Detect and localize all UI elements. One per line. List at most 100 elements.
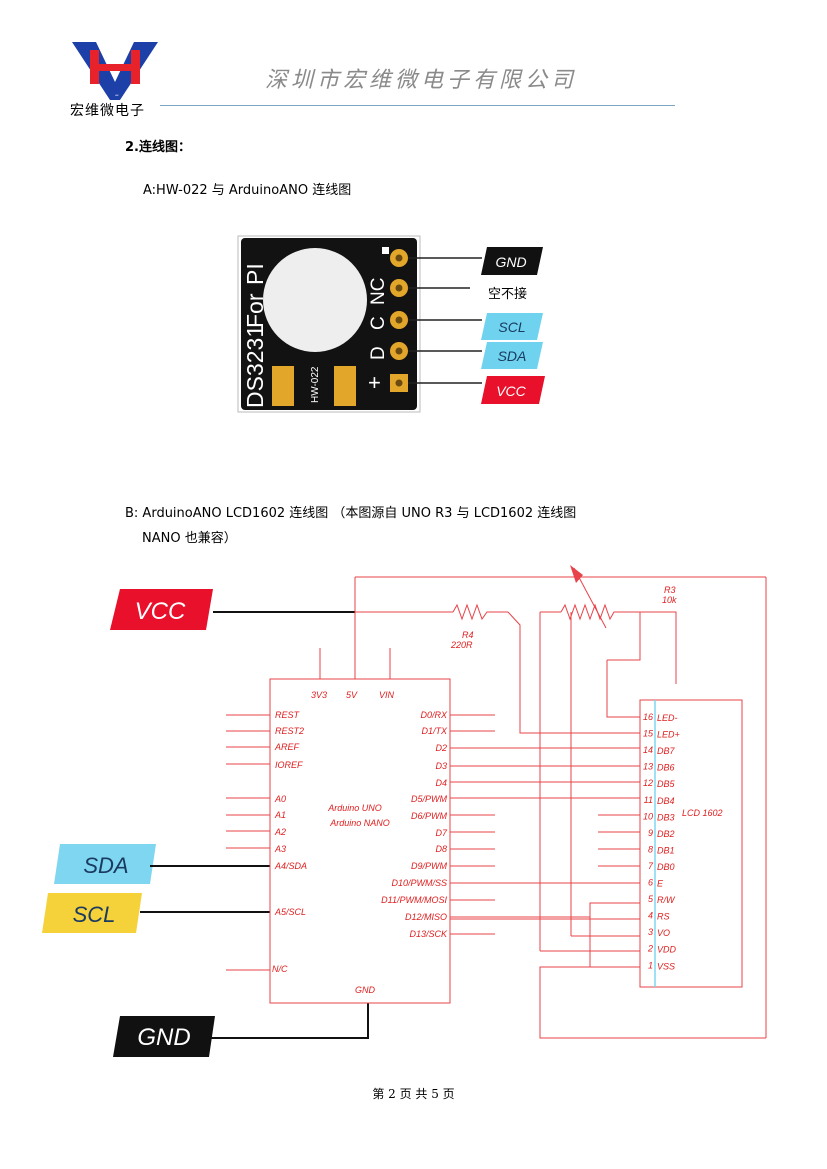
pin-d3: D3 <box>435 761 447 771</box>
module-pads <box>390 249 408 392</box>
board-label-ds3231: DS3231 <box>242 325 268 408</box>
pin-nc: N/C <box>272 964 288 974</box>
wire-tag-vcc: VCC <box>481 376 545 404</box>
pin-d1: D1/TX <box>421 726 448 736</box>
wire-tag-nc: 空不接 <box>488 286 527 302</box>
subtitle-b-line2: NANO 也兼容） <box>142 531 237 546</box>
lcd-pin-number: 3 <box>648 927 653 937</box>
tag-vcc: VCC <box>110 589 213 630</box>
logo-caption: 宏维微电子 <box>70 103 145 119</box>
pin-label-d: D <box>368 346 389 360</box>
page-footer: 第 2 页 共 5 页 <box>372 1087 455 1101</box>
pin-label-nc: NC <box>368 278 389 305</box>
company-logo: HW <box>70 38 160 118</box>
wire-tag-scl: SCL <box>481 313 543 340</box>
lcd-pin-number: 12 <box>643 778 653 788</box>
section-title: 2.连线图： <box>125 140 191 155</box>
wire-tag-gnd: GND <box>481 247 543 275</box>
arduino-name-1: Arduino UNO <box>327 803 382 813</box>
lcd-pin-number: 4 <box>648 911 653 921</box>
svg-text:VCC: VCC <box>135 598 186 625</box>
lcd-pin-name: DB4 <box>657 796 675 806</box>
pin-label-plus: + <box>368 370 381 395</box>
arduino-name-2: Arduino NANO <box>329 818 390 828</box>
lcd-pin-number: 11 <box>644 795 653 805</box>
pin-d12: D12/MISO <box>405 912 447 922</box>
lcd-pin-name: DB7 <box>657 746 676 756</box>
lcd-pin-name: LED- <box>657 713 678 723</box>
header-divider <box>160 105 675 106</box>
pin-rest2: REST2 <box>275 726 304 736</box>
pin-d13: D13/SCK <box>409 929 448 939</box>
pin-d5: D5/PWM <box>411 794 448 804</box>
board-part-label: HW-022 <box>310 366 321 403</box>
lcd-pin-number: 16 <box>643 712 653 722</box>
lcd-pin-name: DB5 <box>657 779 676 789</box>
lcd-pin-name: LED+ <box>657 730 680 740</box>
svg-text:SDA: SDA <box>498 348 527 364</box>
pin-ioref: IOREF <box>275 760 303 770</box>
pin-gnd: GND <box>355 985 376 995</box>
pin-a1: A1 <box>274 810 286 820</box>
arduino-board <box>269 678 451 1004</box>
pin-d10: D10/PWM/SS <box>391 878 447 888</box>
pin-rest: REST <box>275 710 301 720</box>
lcd-name: LCD 1602 <box>682 808 723 818</box>
lcd-pin-name: RS <box>657 912 670 922</box>
board-label-pi: PI <box>242 263 268 285</box>
svg-text:SCL: SCL <box>498 319 525 335</box>
pin-aref: AREF <box>274 742 300 752</box>
pin-a3: A3 <box>274 844 286 854</box>
lcd-pin-name: VO <box>657 928 670 938</box>
logo-letters: HW <box>115 95 119 97</box>
pin-a2: A2 <box>274 827 286 837</box>
pin-d9: D9/PWM <box>411 861 448 871</box>
lcd-pin-number: 9 <box>648 828 653 838</box>
pin-d8: D8 <box>435 844 447 854</box>
schematic: VCC SDA SCL GND <box>42 565 767 1057</box>
pin-d6: D6/PWM <box>411 811 448 821</box>
lcd-pin-name: DB0 <box>657 862 675 872</box>
svg-text:GND: GND <box>495 254 526 270</box>
pin-d0: D0/RX <box>420 710 448 720</box>
r3-value: 10k <box>662 595 677 605</box>
battery-circle <box>263 248 367 352</box>
red-wiring <box>226 567 767 1039</box>
board-label-for: For <box>242 293 268 328</box>
tag-gnd: GND <box>113 1016 215 1057</box>
lcd-pin-number: 6 <box>648 878 653 888</box>
r4-name: R4 <box>462 630 474 640</box>
lcd-pin-name: DB3 <box>657 812 675 822</box>
subtitle-a: A:HW-022 与 ArduinoANO 连线图 <box>143 183 352 198</box>
lcd-pin-name: DB2 <box>657 829 675 839</box>
tag-scl: SCL <box>42 893 142 933</box>
lcd-pin-number: 14 <box>643 745 653 755</box>
lcd-pin-name: DB1 <box>657 845 675 855</box>
lcd-pin-name: DB6 <box>657 763 675 773</box>
lcd-pin-number: 8 <box>648 844 653 854</box>
wire-tag-sda: SDA <box>481 342 543 369</box>
lcd-pin-number: 5 <box>648 894 654 904</box>
pin-d4: D4 <box>435 778 447 788</box>
pin-d2: D2 <box>435 743 447 753</box>
lcd-pin-name: E <box>657 879 664 889</box>
r3-name: R3 <box>664 585 676 595</box>
lcd-1602 <box>639 699 743 988</box>
pin-vin: VIN <box>379 690 395 700</box>
lcd-pin-name: VDD <box>657 945 677 955</box>
tag-sda: SDA <box>54 844 156 884</box>
pin-a0: A0 <box>274 794 286 804</box>
pin-d11: D11/PWM/MOSI <box>381 895 447 905</box>
svg-text:VCC: VCC <box>496 383 526 399</box>
company-name: 深圳市宏维微电子有限公司 <box>265 68 578 93</box>
lcd-pin-number: 1 <box>648 960 653 970</box>
ds3231-module: DS3231 For PI HW-022 NC C D + GND 空不接 <box>237 235 545 413</box>
pin-3v3: 3V3 <box>311 690 327 700</box>
pin-label-c: C <box>368 316 389 330</box>
lcd-pin-name: R/W <box>657 895 676 905</box>
lcd-pin-number: 2 <box>647 944 653 954</box>
lcd-pin-number: 13 <box>643 762 653 772</box>
r4-value: 220R <box>450 640 473 650</box>
module-wires <box>408 257 482 384</box>
